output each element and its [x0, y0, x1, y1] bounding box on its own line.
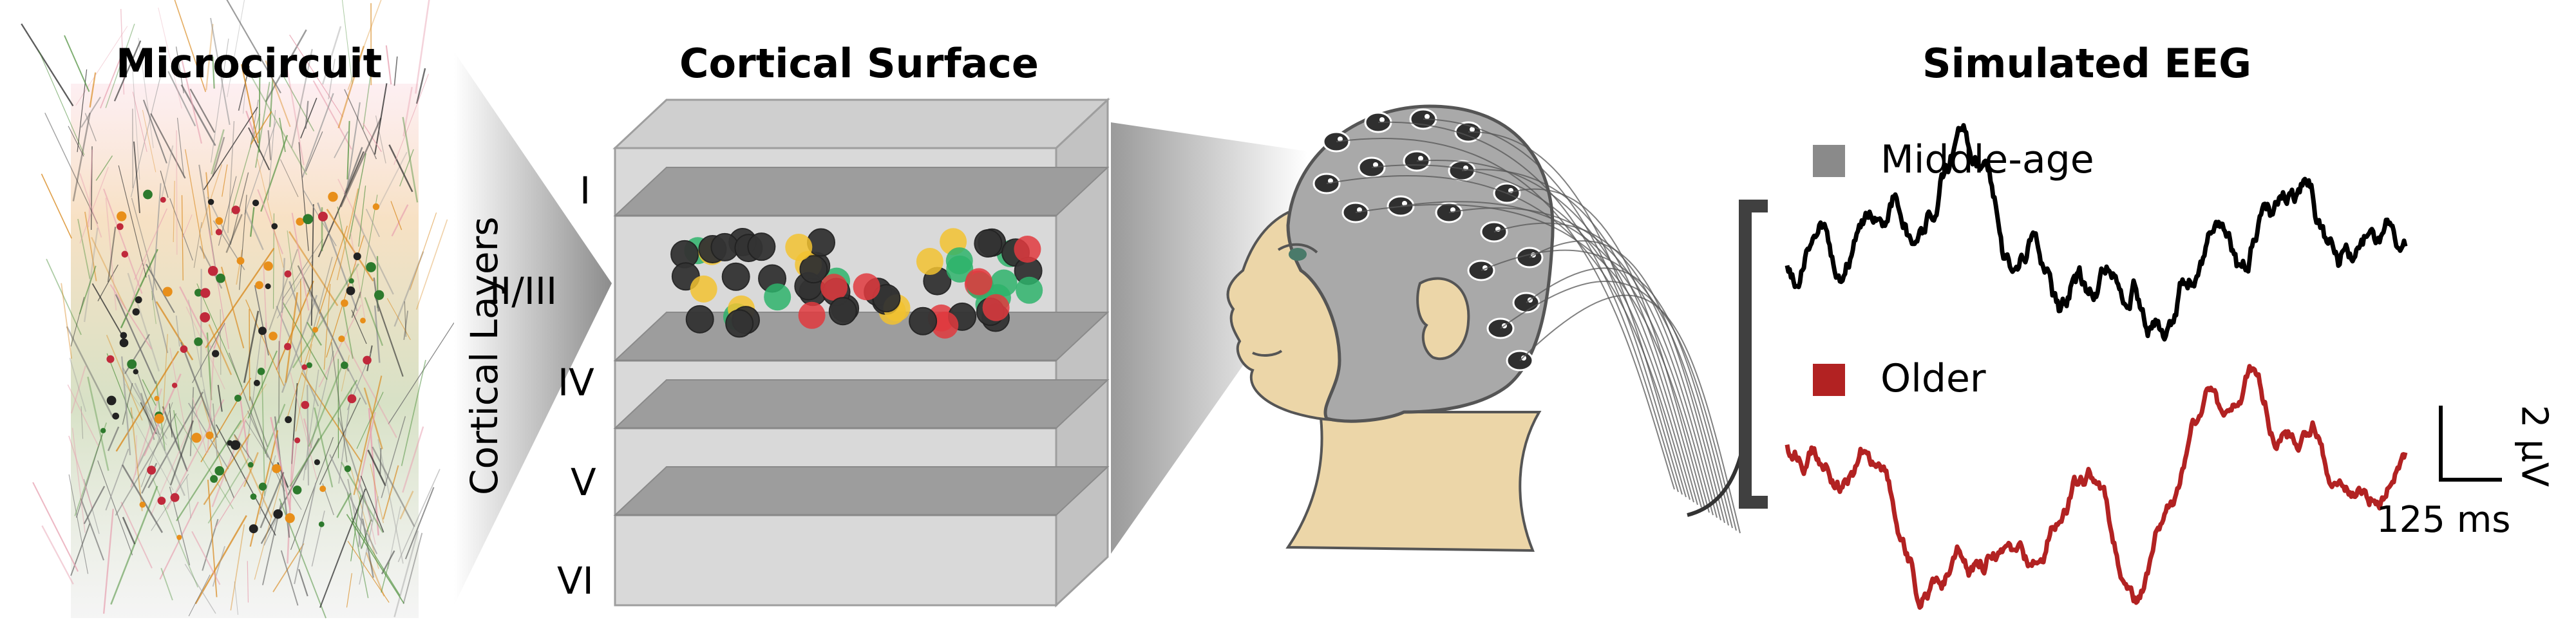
- cortical-surface-title: Cortical Surface: [679, 40, 1039, 87]
- scale-amp-label: 2 µV: [2514, 401, 2555, 491]
- layer-label-2: II/III: [489, 269, 557, 313]
- layer-label-5: VI: [557, 559, 594, 603]
- head-illustration: [1228, 106, 1742, 551]
- legend-swatch-older: [1813, 364, 1845, 396]
- layer-slab-1: [615, 167, 1108, 216]
- layer-slab-3: [615, 380, 1108, 428]
- layer-slab-4: [615, 467, 1108, 515]
- eeg-trace-middle-age: [1787, 126, 2405, 339]
- legend-label-older: Older: [1880, 356, 1986, 401]
- legend-label-middle-age: Middle-age: [1880, 137, 2094, 182]
- microcircuit-title: Microcircuit: [116, 40, 382, 87]
- legend-swatch-middle-age: [1813, 145, 1845, 177]
- scale-time-label: 125 ms: [2376, 499, 2510, 541]
- layer-label-3: IV: [558, 361, 594, 404]
- microcircuit-image: [21, 0, 454, 618]
- scale-bar: [2441, 406, 2502, 480]
- layer-label-1: I: [580, 169, 591, 212]
- layer-label-4: V: [571, 460, 596, 504]
- cortical-box: [615, 100, 1108, 605]
- eeg-trace-older: [1787, 366, 2405, 608]
- simulated-eeg-title: Simulated EEG: [1922, 40, 2251, 87]
- eeg-bracket: [1745, 206, 1768, 502]
